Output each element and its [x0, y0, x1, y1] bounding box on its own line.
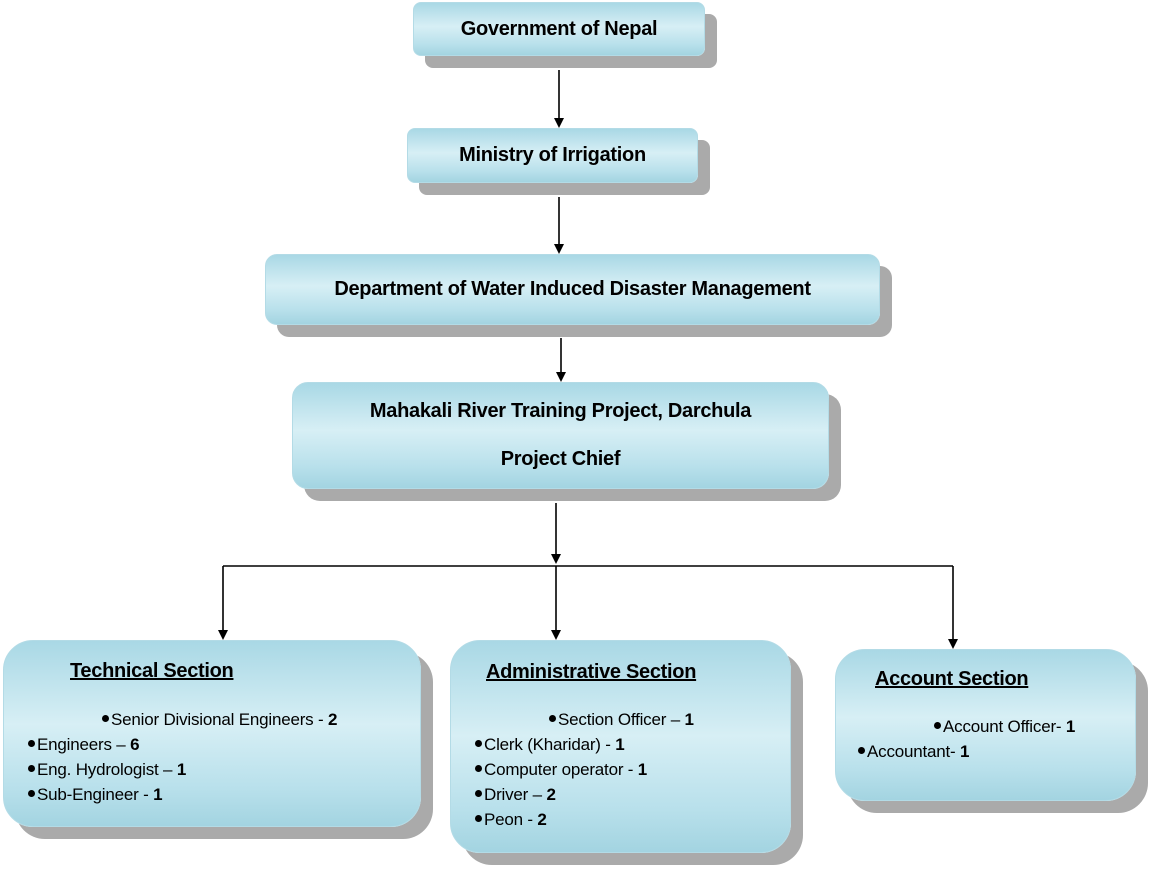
- bullet-icon: [549, 715, 556, 723]
- bullet-icon: [28, 740, 35, 748]
- administrative-item-driver: Driver – 2: [475, 785, 556, 805]
- section-technical: Technical Section Senior Divisional Engi…: [3, 640, 421, 827]
- technical-item-eng-hydrologist: Eng. Hydrologist – 1: [28, 760, 186, 780]
- technical-item-senior-divisional-engineers: Senior Divisional Engineers - 2: [102, 710, 337, 730]
- node-department: Department of Water Induced Disaster Man…: [265, 254, 880, 325]
- technical-item-engineers: Engineers – 6: [28, 735, 140, 755]
- node-government: Government of Nepal: [413, 2, 705, 56]
- bullet-icon: [475, 815, 482, 823]
- node-ministry: Ministry of Irrigation: [407, 128, 698, 183]
- node-project-name: Mahakali River Training Project, Darchul…: [369, 400, 752, 422]
- node-project-chief: Project Chief: [500, 448, 621, 470]
- bullet-icon: [102, 715, 109, 723]
- section-administrative-title: Administrative Section: [486, 661, 697, 683]
- node-government-label: Government of Nepal: [460, 17, 658, 40]
- node-project: Mahakali River Training Project, Darchul…: [292, 382, 829, 489]
- section-account-title: Account Section: [875, 668, 1029, 690]
- account-item-account-officer: Account Officer- 1: [934, 717, 1075, 737]
- bullet-icon: [28, 790, 35, 798]
- bullet-icon: [28, 765, 35, 773]
- administrative-item-computer-operator: Computer operator - 1: [475, 760, 647, 780]
- bullet-icon: [475, 765, 482, 773]
- section-account: Account Section Account Officer- 1 Accou…: [835, 649, 1136, 801]
- technical-item-sub-engineer: Sub-Engineer - 1: [28, 785, 163, 805]
- node-ministry-label: Ministry of Irrigation: [459, 144, 646, 166]
- administrative-item-clerk: Clerk (Kharidar) - 1: [475, 735, 625, 755]
- section-technical-title: Technical Section: [70, 660, 234, 682]
- account-item-accountant: Accountant- 1: [858, 742, 970, 762]
- node-department-label: Department of Water Induced Disaster Man…: [334, 278, 811, 300]
- administrative-item-section-officer: Section Officer – 1: [549, 710, 694, 730]
- bullet-icon: [475, 790, 482, 798]
- bullet-icon: [934, 722, 941, 730]
- bullet-icon: [858, 747, 865, 755]
- section-administrative: Administrative Section Section Officer –…: [450, 640, 791, 853]
- bullet-icon: [475, 740, 482, 748]
- administrative-item-peon: Peon - 2: [475, 810, 547, 830]
